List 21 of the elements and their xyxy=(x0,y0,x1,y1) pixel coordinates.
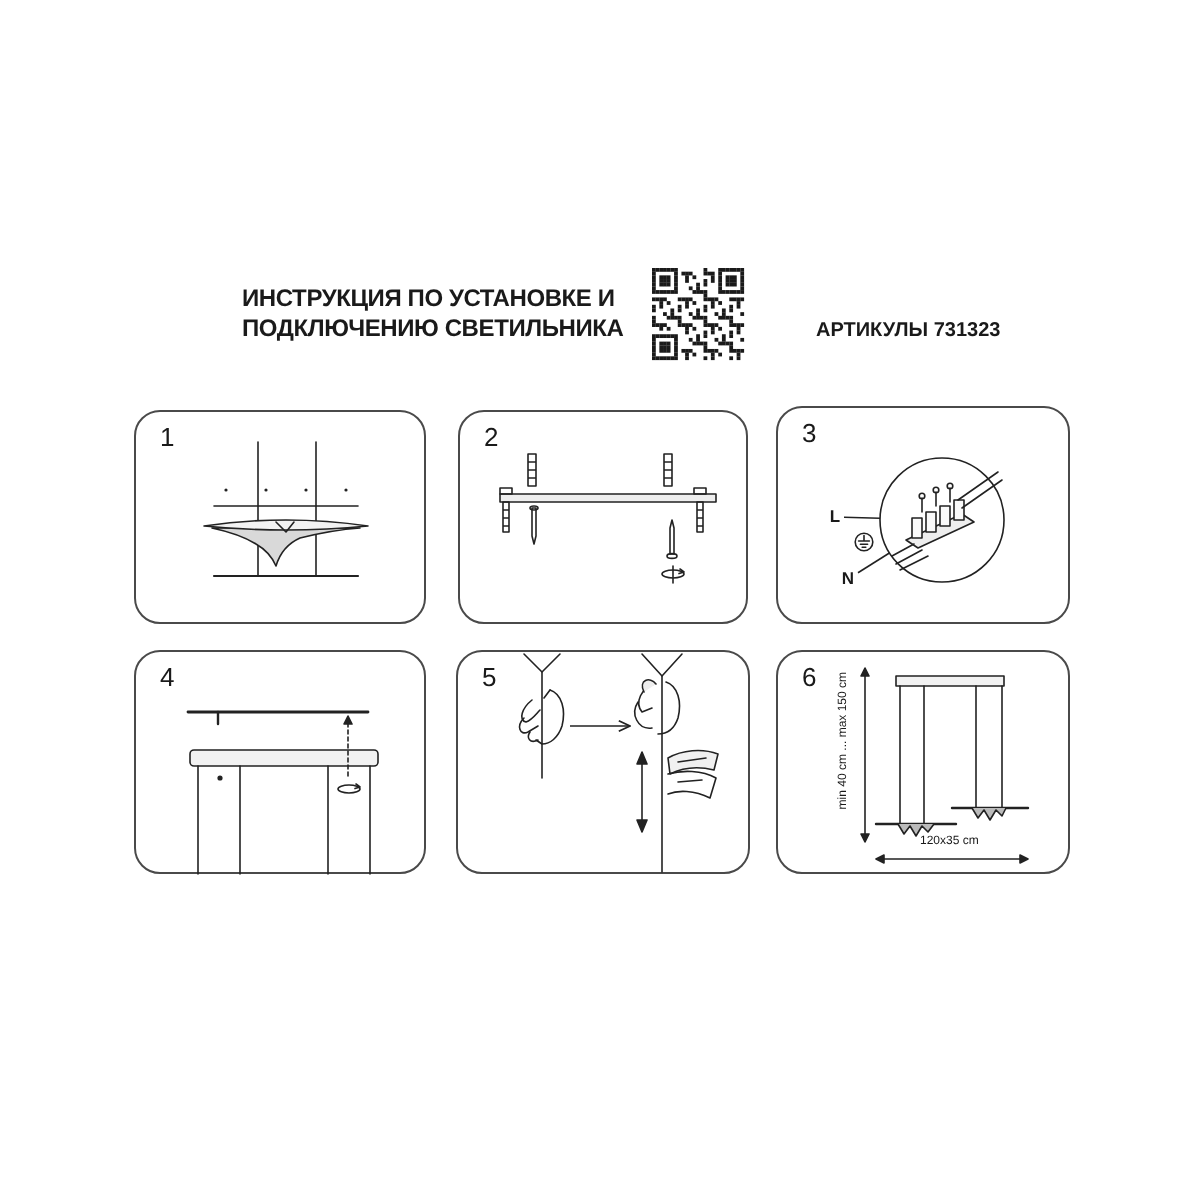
hand-cable-shade-drawing xyxy=(630,654,722,872)
terminal-label: L xyxy=(826,506,844,528)
step-panel xyxy=(776,406,1070,624)
step-panel xyxy=(456,650,750,874)
step-panel xyxy=(134,650,426,874)
article-number: АРТИКУЛЫ 731323 xyxy=(816,320,1001,342)
arrow xyxy=(569,719,631,733)
leader-line xyxy=(857,552,891,574)
step-panel xyxy=(776,650,1070,874)
step-number: 5 xyxy=(482,664,497,690)
step-number: 2 xyxy=(484,424,499,450)
terminal-label: N xyxy=(838,568,858,590)
step-panel xyxy=(134,410,426,624)
step-number: 3 xyxy=(802,420,817,446)
title: ИНСТРУКЦИЯ ПО УСТАНОВКЕ И ПОДКЛЮЧЕНИЮ СВЕТИЛЬНИКА xyxy=(242,284,626,344)
step-panel xyxy=(458,410,748,624)
leader-line xyxy=(843,516,881,519)
step-number: 6 xyxy=(802,664,817,690)
step-number: 1 xyxy=(160,424,175,450)
step-number: 4 xyxy=(160,664,175,690)
magnified-terminal-block-drawing xyxy=(878,456,1006,584)
